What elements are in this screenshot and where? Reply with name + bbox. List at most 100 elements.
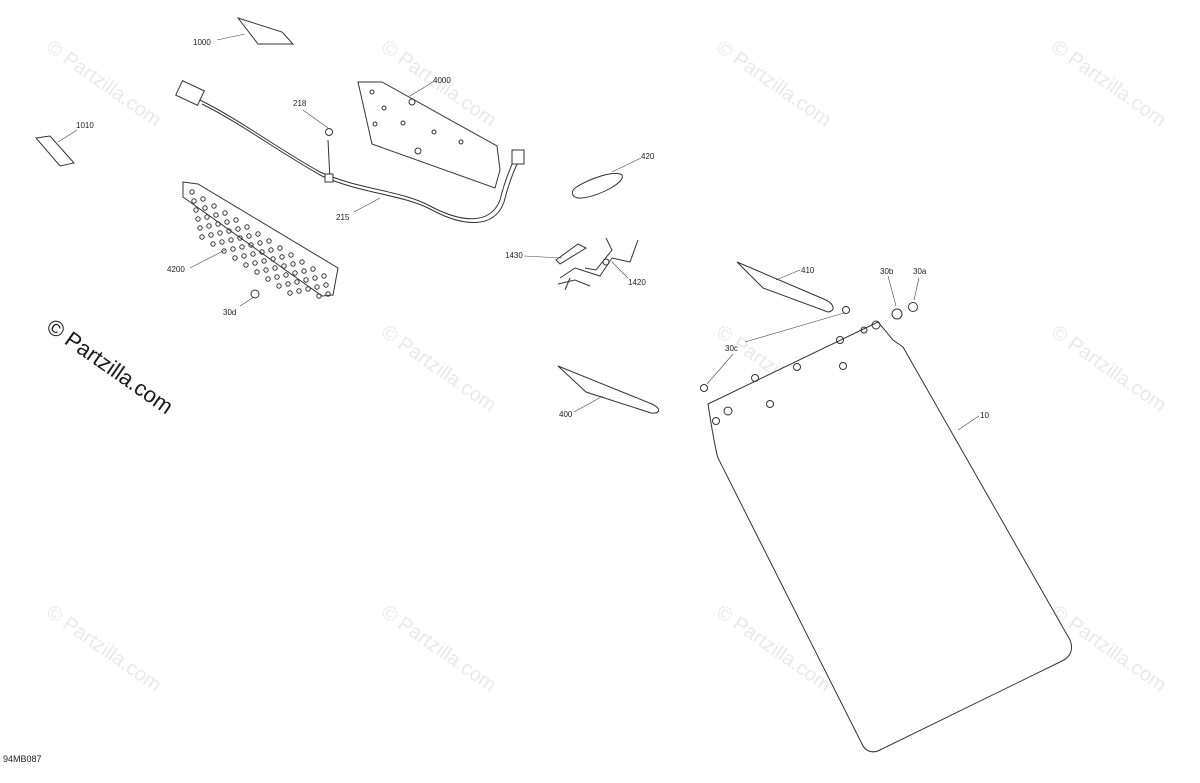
grille-dot — [217, 230, 223, 236]
grille-dot — [210, 241, 216, 247]
grille-dot — [237, 235, 243, 241]
grille-dots — [189, 189, 331, 299]
harness-connector — [511, 149, 525, 165]
part-10-snowflap[interactable] — [707, 320, 1073, 753]
part-1430-spring[interactable] — [555, 243, 588, 265]
grille-dot — [310, 266, 316, 272]
grille-dot — [305, 286, 311, 292]
snowflap-hole — [712, 417, 720, 425]
watermark: © Partzilla.com — [377, 601, 500, 696]
leader-30c — [744, 312, 845, 343]
bracket-hole — [602, 258, 610, 266]
grille-dot — [226, 228, 232, 234]
grille-dot — [228, 237, 234, 243]
grille-dot — [211, 203, 217, 209]
leader-400 — [573, 395, 604, 413]
grille-dot — [261, 258, 267, 264]
grille-dot — [239, 244, 245, 250]
leader-30d — [239, 296, 255, 307]
grille-dot — [259, 249, 265, 255]
grille-dot — [325, 291, 331, 297]
grille-dot — [268, 247, 274, 253]
leader-1010 — [57, 129, 78, 143]
callout-420: 420 — [641, 152, 655, 161]
plate-hole — [372, 121, 378, 127]
grille-dot — [235, 226, 241, 232]
grille-dot — [323, 282, 329, 288]
grille-dot — [290, 261, 296, 267]
grille-dot — [263, 267, 269, 273]
grille-dot — [314, 284, 320, 290]
grille-dot — [255, 231, 261, 237]
part-218-clip[interactable] — [325, 128, 333, 136]
grille-dot — [232, 255, 238, 261]
grille-dot — [277, 245, 283, 251]
grille-dot — [219, 239, 225, 245]
grille-dot — [279, 254, 285, 260]
grille-dot — [199, 234, 205, 240]
grille-dot — [254, 269, 260, 275]
part-1420-bracket[interactable] — [557, 237, 639, 291]
grille-dot — [189, 189, 195, 195]
grille-dot — [230, 246, 236, 252]
snowflap-hole — [766, 400, 774, 408]
watermark: © Partzilla.com — [377, 321, 500, 416]
part-30a-nut[interactable] — [908, 302, 918, 312]
grille-dot — [213, 212, 219, 218]
part-30b-washer[interactable] — [891, 308, 903, 320]
part-420-lens[interactable] — [571, 173, 623, 199]
leader-4000 — [409, 81, 434, 97]
part-4200-grille[interactable] — [182, 181, 339, 299]
harness-connector — [175, 80, 205, 106]
watermark: © Partzilla.com — [42, 601, 165, 696]
part-410-reflector[interactable] — [736, 261, 834, 313]
callout-1000: 1000 — [193, 38, 211, 47]
harness-clip — [324, 173, 334, 183]
snowflap-hole — [793, 363, 801, 371]
grille-dot — [270, 256, 276, 262]
plate-4000-outline — [357, 81, 501, 189]
bracket-1420-feet — [557, 277, 591, 291]
grille-dot — [283, 272, 289, 278]
harness-wire — [199, 99, 516, 220]
snowflap-hole — [839, 362, 847, 370]
leader-10 — [957, 415, 980, 431]
leader-4200 — [189, 249, 226, 269]
grille-dot — [195, 216, 201, 222]
leader-218 — [302, 109, 329, 129]
grille-dot — [296, 288, 302, 294]
diagram-code: 94MB087 — [3, 754, 42, 764]
grille-dot — [276, 283, 282, 289]
grille-dot — [246, 233, 252, 239]
part-1010-decal[interactable] — [35, 135, 75, 167]
watermark: © Partzilla.com — [712, 36, 835, 131]
grille-outline — [182, 181, 339, 297]
part-4000-plate[interactable] — [357, 81, 501, 189]
grille-dot — [244, 224, 250, 230]
grille-dot — [285, 281, 291, 287]
grille-dot — [200, 196, 206, 202]
part-400-reflector[interactable] — [557, 365, 660, 414]
callout-30b: 30b — [880, 267, 894, 276]
grille-dot — [288, 252, 294, 258]
grille-dot — [250, 251, 256, 257]
grille-dot — [193, 207, 199, 213]
snowflap-hole — [836, 336, 844, 344]
part-1000-decal[interactable] — [236, 17, 295, 45]
grille-dot — [301, 268, 307, 274]
part-30c-screw[interactable] — [700, 384, 708, 392]
grille-dot — [294, 279, 300, 285]
grille-dot — [248, 242, 254, 248]
part-30c-screw[interactable] — [842, 306, 850, 314]
leader-420 — [611, 157, 642, 173]
grille-dot — [303, 277, 309, 283]
callout-30d: 30d — [223, 308, 236, 317]
plate-hole — [381, 105, 387, 111]
part-30d-screw[interactable] — [250, 289, 260, 299]
harness-wire — [201, 103, 520, 223]
plate-hole — [414, 147, 422, 155]
grille-dot — [316, 293, 322, 299]
callout-4000: 4000 — [433, 76, 451, 85]
callout-30a: 30a — [913, 267, 927, 276]
part-215-harness[interactable] — [175, 80, 525, 223]
